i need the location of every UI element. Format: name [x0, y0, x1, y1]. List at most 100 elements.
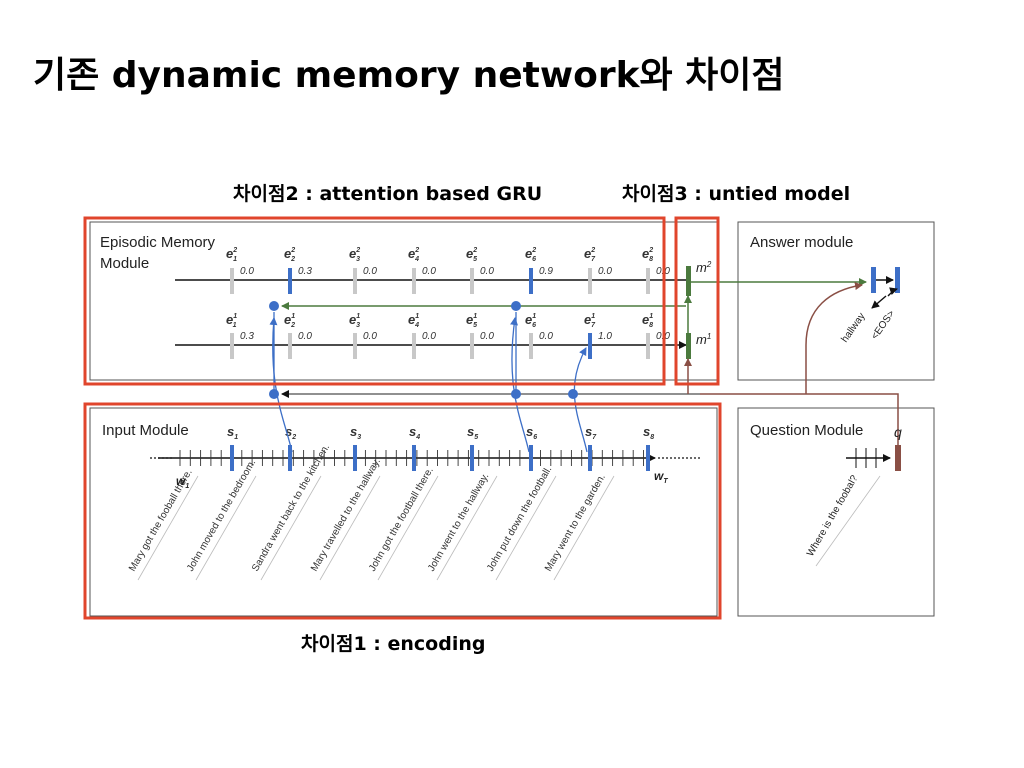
gate-value-pass2-7: 0.0 [598, 266, 612, 277]
question-to-memory-line [700, 393, 899, 445]
fact-label-7: s7 [585, 424, 597, 441]
question-module-box [737, 407, 935, 617]
gate-bar-pass1-7 [588, 333, 592, 359]
gate-bar-pass1-5 [470, 333, 474, 359]
question-text: Where is the foobal? [805, 473, 861, 558]
sentence-6: John went to the hallway. [426, 471, 491, 573]
fact-s2-to-e2-arc [269, 317, 293, 453]
sentence-underline-2 [195, 475, 257, 581]
gate-bar-pass2-4 [412, 268, 416, 294]
answer-bar-1 [871, 267, 876, 293]
sentence-underline-7 [495, 475, 557, 581]
answer-module-box [737, 221, 935, 381]
node-fact-1 [269, 389, 279, 399]
fact-bar-4 [412, 445, 416, 471]
gate-value-pass1-7: 1.0 [598, 331, 612, 342]
fact-label-6: s6 [526, 424, 537, 441]
fact-bar-5 [470, 445, 474, 471]
fact-bar-2 [288, 445, 292, 471]
answer-module-title: Answer module [750, 234, 853, 251]
gate-value-pass2-3: 0.0 [363, 266, 377, 277]
gate-value-pass1-5: 0.0 [480, 331, 494, 342]
word-ticks [179, 450, 644, 466]
fact-label-5: s5 [467, 424, 478, 441]
fact-bar-3 [353, 445, 357, 471]
question-to-answer-line [805, 282, 863, 394]
sentence-7: John put down the football. [485, 464, 554, 573]
gate-value-pass2-4: 0.0 [422, 266, 436, 277]
sentence-8: Mary went to the garden. [543, 472, 608, 573]
node-e2 [269, 301, 279, 311]
memory-label-m1: m1 [696, 332, 711, 347]
gate-bar-pass2-5 [470, 268, 474, 294]
episodic-module-title-2: Module [100, 255, 149, 272]
memory-label-m2: m2 [696, 260, 712, 275]
fact-label-4: s4 [409, 424, 420, 441]
gate-bar-pass2-8 [646, 268, 650, 294]
answer-output-arrow [871, 295, 887, 309]
input-module-title: Input Module [102, 422, 189, 439]
highlight-input-box [83, 402, 722, 620]
question-label: q [894, 424, 902, 440]
gate-bar-pass1-1 [230, 333, 234, 359]
gate-bar-pass2-1 [230, 268, 234, 294]
sentence-underline-5 [377, 475, 439, 581]
fact-label-1: s1 [227, 424, 238, 441]
sentence-5: John got the football there. [367, 465, 436, 573]
fact-label-8: s8 [643, 424, 654, 441]
input-module-box [89, 407, 718, 617]
gate-bar-pass1-3 [353, 333, 357, 359]
annotation-diff2: 차이점2 : attention based GRU [233, 183, 543, 205]
fact-bar-8 [646, 445, 650, 471]
fact-s6-to-e6-arc [510, 317, 530, 453]
sentence-2: John moved to the bedroom. [185, 458, 258, 574]
gate-value-pass2-1: 0.0 [240, 266, 254, 277]
highlight-memory-box [674, 216, 720, 386]
gate-value-pass1-6: 0.0 [539, 331, 553, 342]
gate-value-pass1-1: 0.3 [240, 331, 254, 342]
gate-bar-pass1-6 [529, 333, 533, 359]
answer-bar-2 [895, 267, 900, 293]
gate-value-pass1-2: 0.0 [298, 331, 312, 342]
annotation-diff3: 차이점3 : untied model [622, 183, 851, 205]
gate-bar-pass2-7 [588, 268, 592, 294]
question-underline [815, 475, 881, 567]
gate-bar-pass2-2 [288, 268, 292, 294]
answer-feedback-arrow [887, 287, 898, 297]
fact-bar-6 [529, 445, 533, 471]
gate-bar-pass1-8 [646, 333, 650, 359]
gate-value-pass2-5: 0.0 [480, 266, 494, 277]
word-start-label: w1 [176, 474, 189, 490]
sentence-4: Mary travelled to the hallway. [309, 456, 383, 573]
node-fact-7 [568, 389, 578, 399]
answer-word-eos: <EOS> [869, 308, 897, 341]
gate-bar-pass2-6 [529, 268, 533, 294]
gate-bar-pass2-3 [353, 268, 357, 294]
fact-label-2: s2 [285, 424, 296, 441]
word-end-label: wT [654, 469, 668, 485]
annotation-diff1: 차이점1 : encoding [301, 633, 486, 655]
gate-value-pass1-3: 0.0 [363, 331, 377, 342]
memory-bar-m1 [686, 333, 691, 359]
gate-bar-pass1-2 [288, 333, 292, 359]
gate-bar-pass1-4 [412, 333, 416, 359]
sentence-underline-1 [137, 475, 199, 581]
memory-bar-m2 [686, 266, 691, 296]
